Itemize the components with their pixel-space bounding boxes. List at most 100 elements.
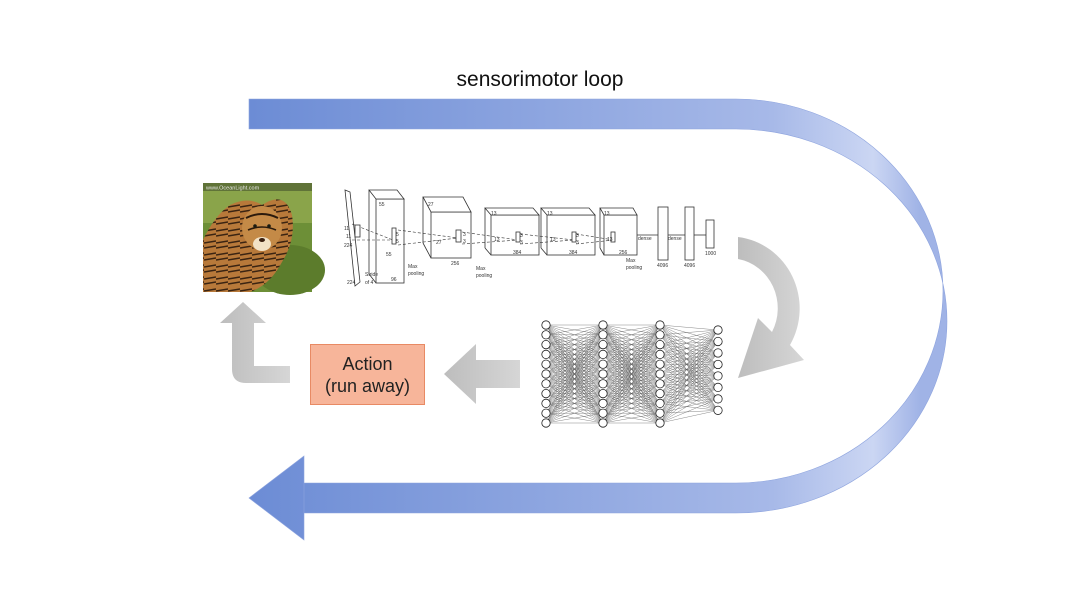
cnn-labels: 11 11 224 224 55 55 96 5 5 Stride of 4 M…	[344, 202, 716, 286]
label-conv1-a: 55	[379, 202, 385, 208]
mlp-edge	[602, 324, 661, 365]
mlp-edge	[659, 410, 719, 414]
mlp-edge	[659, 334, 719, 388]
mlp-node	[655, 369, 665, 379]
mlp-edge	[659, 364, 719, 384]
mlp-edge	[659, 354, 719, 377]
mlp-edge	[545, 344, 604, 424]
mlp-edge	[659, 324, 719, 331]
mlp-edge	[659, 352, 719, 384]
mlp-edge	[545, 373, 604, 424]
mlp-node	[598, 339, 608, 350]
mlp-edge	[659, 364, 719, 400]
mlp-edge	[659, 373, 719, 377]
mlp-edge	[545, 393, 604, 424]
mlp-node	[713, 371, 723, 381]
mlp-edge	[602, 324, 661, 404]
label-conv3-ch: 384	[513, 250, 522, 256]
mlp-edge	[602, 373, 661, 424]
mlp-edge	[659, 344, 719, 377]
mlp-edge	[659, 324, 719, 388]
mlp-edge	[659, 324, 719, 365]
mlp-edge	[602, 324, 661, 355]
mlp-edge	[659, 329, 719, 394]
label-conv5-b: 13	[607, 237, 613, 243]
label-pool1b: pooling	[408, 271, 424, 277]
mlp-edge	[545, 324, 604, 384]
mlp-node	[541, 359, 551, 369]
mlp-edge	[545, 354, 604, 424]
mlp-edge	[545, 334, 604, 424]
mlp-node	[655, 388, 665, 399]
mlp-edge	[659, 352, 719, 375]
mlp-edge	[545, 324, 604, 335]
label-conv2-ch: 256	[451, 261, 460, 267]
mlp-edge	[545, 324, 604, 424]
mlp-edge	[545, 324, 604, 355]
mlp-node	[598, 369, 608, 379]
mlp-node	[598, 359, 608, 369]
mlp-edge	[659, 373, 719, 400]
action-box[interactable]: Action (run away)	[310, 344, 425, 405]
label-input-w: 224	[347, 280, 356, 286]
mlp-node	[598, 398, 608, 408]
mlp-edge	[659, 398, 719, 424]
mlp-edge	[659, 364, 719, 394]
mlp-edge	[659, 324, 719, 354]
label-fc1: 4096	[657, 263, 668, 269]
label-input-k: 11	[344, 226, 349, 232]
mlp-edge	[659, 329, 719, 404]
mlp-node	[541, 339, 551, 350]
mlp-edge	[545, 383, 604, 424]
mlp-edge	[545, 324, 604, 365]
mlp-edge	[659, 387, 719, 404]
label-fc2: 4096	[684, 263, 695, 269]
mlp-edge	[602, 324, 661, 424]
mlp-edge	[545, 324, 604, 414]
mlp-edge	[545, 413, 604, 424]
mlp-edge	[659, 334, 719, 377]
label-conv3-k2: 3	[520, 240, 523, 246]
mlp-node	[598, 320, 608, 330]
mlp-edge	[659, 364, 719, 414]
mlp-node	[713, 382, 723, 392]
mlp-edge	[659, 341, 719, 394]
label-input-k2: 11	[346, 234, 351, 240]
mlp-edge	[659, 352, 719, 414]
mlp-edge	[602, 403, 661, 424]
photo-watermark: www.OceanLight.com	[205, 186, 260, 192]
mlp-edge	[659, 398, 719, 404]
mlp-edge	[659, 352, 719, 404]
mlp-to-action-arrow	[444, 344, 520, 404]
mlp-edge	[659, 341, 719, 404]
mlp-node	[655, 359, 665, 369]
mlp-edge	[659, 383, 719, 388]
label-dense2: dense	[668, 236, 682, 242]
mlp-edge	[659, 398, 719, 414]
mlp-edge	[659, 403, 719, 411]
mlp-node	[541, 320, 551, 330]
mlp-edge	[659, 352, 719, 424]
mlp-node	[713, 325, 723, 335]
mlp-node	[655, 339, 665, 350]
label-conv1-ch: 96	[391, 277, 397, 283]
mlp-edge	[602, 364, 661, 424]
mlp-edge	[659, 352, 719, 394]
mlp-node	[541, 349, 551, 359]
mlp-edge	[545, 403, 604, 424]
mlp-edge	[602, 324, 661, 375]
mlp-edge	[659, 387, 719, 414]
label-conv4-a: 13	[547, 211, 553, 217]
mlp-node	[598, 379, 608, 389]
mlp-edge	[659, 329, 719, 375]
label-conv1-b: 55	[386, 252, 392, 258]
mlp-node	[655, 398, 665, 408]
sensorimotor-loop-arrow	[248, 98, 948, 541]
mlp-edge	[659, 329, 719, 384]
label-pool2: Max	[476, 266, 486, 272]
mlp-edge	[659, 375, 719, 394]
mlp-edge	[659, 329, 719, 365]
mlp-edge	[659, 393, 719, 400]
label-conv4-b: 13	[550, 237, 556, 243]
